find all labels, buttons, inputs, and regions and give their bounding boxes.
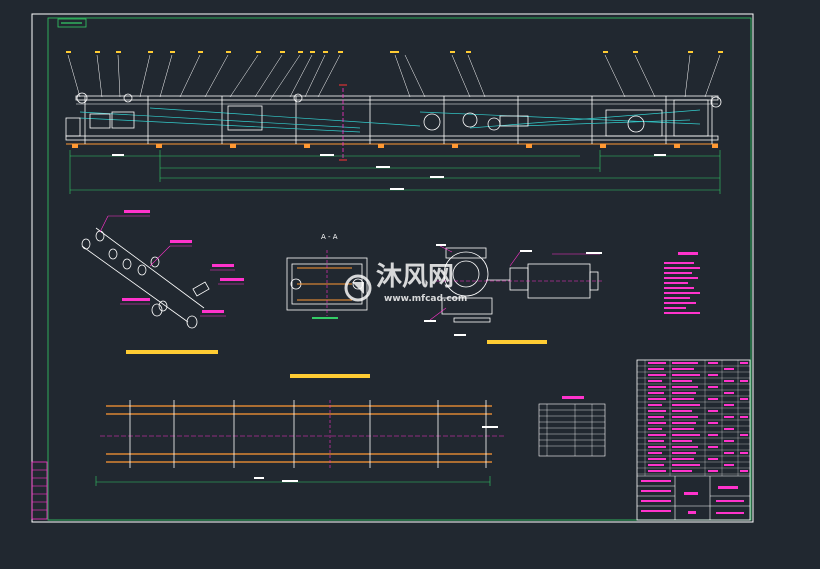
technical-notes-block [664,252,700,314]
watermark-brand: 沐风网 [376,262,454,292]
conveyor-elevation-view [65,51,723,194]
title-block [636,359,751,521]
parts-list-table [538,396,606,457]
idler-installation-detail [81,210,244,354]
plan-caption-bar [290,374,370,378]
conveyor-plan-view [95,374,505,486]
sheet-outer-frame [31,13,754,523]
elevation-dimension-lines [69,150,721,194]
mfcad-logo-icon [344,274,372,302]
part-number-marks [66,51,723,53]
part-number-leaders [67,54,721,101]
watermark-url: www.mfcad.com [384,294,467,304]
watermark: 沐风网 www.mfcad.com [344,262,467,304]
drive-unit-view [424,244,604,344]
left-binding-strip [31,461,48,520]
drawing-code-box [57,18,87,28]
sheet-inner-frame [47,17,752,521]
detail-caption-bar [126,350,218,354]
section-label: A - A [321,233,338,241]
drive-caption-bar [487,340,547,344]
